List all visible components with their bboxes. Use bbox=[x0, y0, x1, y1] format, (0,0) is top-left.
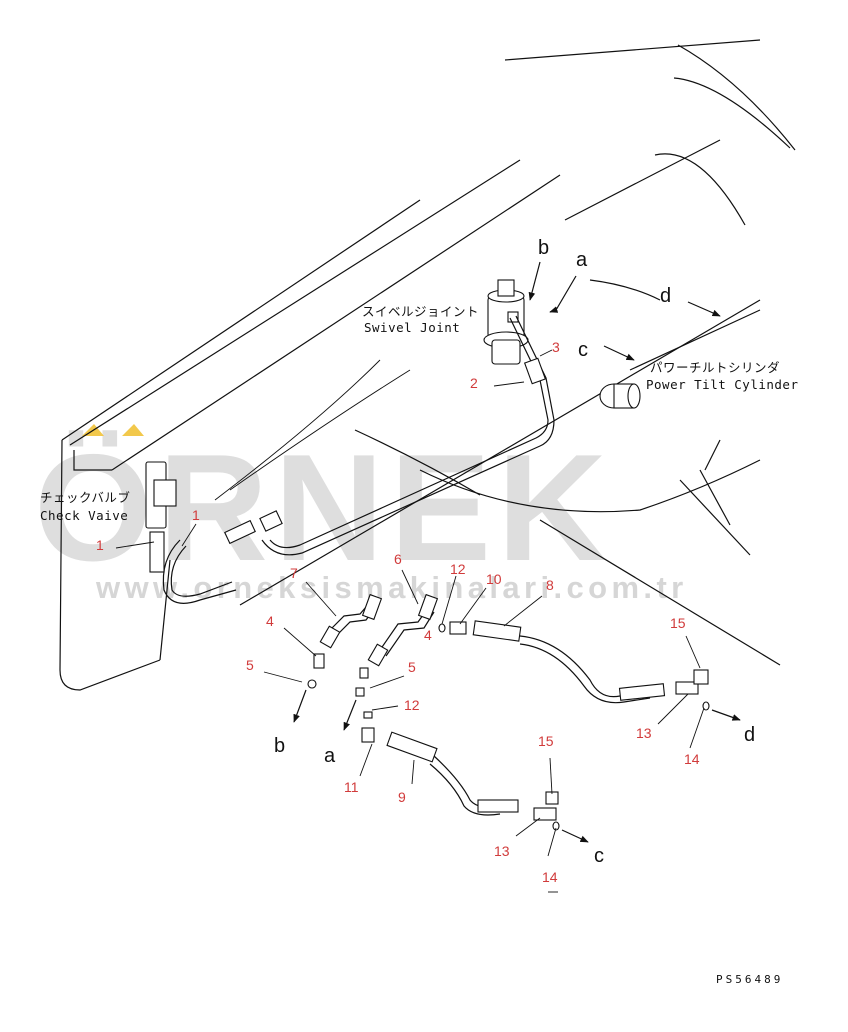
callout-13: 13 bbox=[494, 843, 510, 859]
callout-4: 4 bbox=[424, 627, 432, 643]
callout-1: 1 bbox=[96, 537, 104, 553]
leader-lines bbox=[115, 349, 705, 893]
power-tilt-cylinder bbox=[599, 383, 641, 409]
letter-c-bot: c bbox=[594, 845, 604, 867]
letter-a-top: a bbox=[576, 249, 588, 271]
callout-15: 15 bbox=[670, 615, 686, 631]
callout-8: 8 bbox=[546, 577, 554, 593]
callout-14: 14 bbox=[684, 751, 700, 767]
callout-9: 9 bbox=[398, 789, 406, 805]
letter-a-bot: a bbox=[324, 745, 336, 767]
tilt-en-label: Power Tilt Cylinder bbox=[646, 377, 799, 392]
callout-3: 3 bbox=[552, 339, 560, 355]
direction-arrows bbox=[293, 261, 741, 843]
exploded-tubes bbox=[319, 593, 439, 667]
drawing-code: PS56489 bbox=[716, 973, 783, 986]
callout-7: 7 bbox=[290, 565, 298, 581]
callout-4: 4 bbox=[266, 613, 274, 629]
swivel-en-label: Swivel Joint bbox=[364, 320, 460, 335]
tilt-jp-label: パワーチルトシリンダ bbox=[650, 360, 780, 375]
watermark-dots bbox=[82, 424, 144, 436]
callout-5: 5 bbox=[408, 659, 416, 675]
swivel-joint bbox=[483, 279, 529, 365]
callout-11: 11 bbox=[344, 779, 359, 795]
letter-d-bot: d bbox=[744, 724, 755, 746]
pipe-main bbox=[162, 315, 555, 604]
letter-c-top: c bbox=[578, 339, 588, 361]
check-valve bbox=[145, 461, 177, 573]
callout-12: 12 bbox=[404, 697, 420, 713]
watermark-url: www.orneksismakinalari.com.tr bbox=[95, 570, 688, 605]
callout-13: 13 bbox=[636, 725, 652, 741]
check-jp-label: チェックバルブ bbox=[40, 490, 130, 505]
letter-b-bot: b bbox=[274, 735, 285, 757]
watermark-brand: ÖRNEK bbox=[34, 423, 613, 593]
callout-14: 14 bbox=[542, 869, 558, 885]
callout-15: 15 bbox=[538, 733, 554, 749]
callout-6: 6 bbox=[394, 551, 402, 567]
hoses bbox=[386, 635, 666, 816]
callout-2: 2 bbox=[470, 375, 478, 391]
check-en-label: Check Vaive bbox=[40, 508, 128, 523]
callout-5: 5 bbox=[246, 657, 254, 673]
letter-d-top: d bbox=[660, 285, 671, 307]
fittings bbox=[307, 620, 710, 831]
frame-outline bbox=[59, 39, 796, 691]
letter-b-top: b bbox=[538, 237, 549, 259]
callout-10: 10 bbox=[486, 571, 502, 587]
swivel-jp-label: スイベルジョイント bbox=[362, 304, 479, 319]
callout-1: 1 bbox=[192, 507, 200, 523]
callout-12: 12 bbox=[450, 561, 466, 577]
